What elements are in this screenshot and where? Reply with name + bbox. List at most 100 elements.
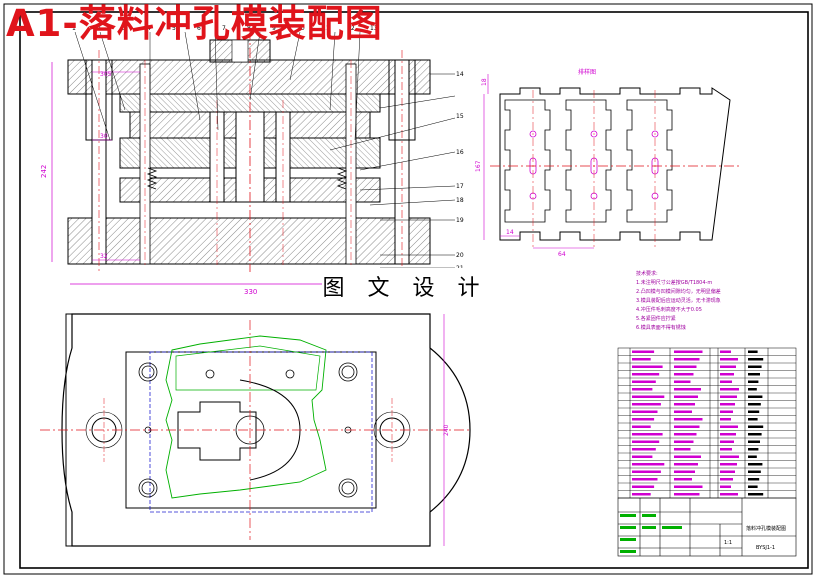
bom-cell-mark (632, 440, 660, 443)
dim-d1: 305 (100, 71, 112, 78)
bom-cell-mark (748, 350, 758, 353)
bom-cell-mark (720, 478, 733, 481)
bom-cell-mark (748, 395, 763, 398)
tech-requirement-line: 1.未注明尺寸公差按GB/T1804-m (636, 280, 713, 286)
strip-dim-left: 14 (506, 229, 514, 236)
bom-cell-mark (674, 373, 694, 376)
strip-dim-pitch: 64 (558, 251, 566, 258)
bom-cell-mark (632, 463, 665, 466)
bom-cell-mark (674, 380, 691, 383)
bom-cell-mark (674, 463, 698, 466)
tech-requirement-line: 2.凸凹模与凹模间隙均匀，无明显偏差 (636, 289, 721, 295)
bom-cell-mark (632, 425, 651, 428)
bom-cell-mark (632, 485, 655, 488)
bom-cell-mark (632, 493, 651, 496)
bom-cell-mark (674, 433, 697, 436)
title-block (617, 497, 797, 557)
bom-cell-mark (748, 388, 757, 391)
bom-cell-mark (748, 470, 761, 473)
drawing-title: A1-落料冲孔模装配图 (6, 2, 383, 45)
bom-cell-mark (632, 403, 661, 406)
callout-3: 3 (122, 25, 126, 32)
bom-cell-mark (674, 395, 698, 398)
bom-cell-mark (674, 470, 695, 473)
title-block-name: 落料冲孔模装配图 (746, 525, 786, 532)
bom-cell-mark (632, 410, 658, 413)
bom-cell-mark (720, 380, 732, 383)
callout-16: 16 (456, 149, 464, 156)
callout-13: 13 (370, 25, 378, 32)
bom-cell-mark (748, 358, 764, 361)
bom-rows (618, 350, 796, 496)
bom-cell-mark (632, 380, 656, 383)
bom-cell-mark (748, 463, 763, 466)
callout-20: 20 (456, 252, 464, 259)
bom-cell-mark (674, 478, 692, 481)
callout-14: 14 (456, 71, 464, 78)
bom-cell-mark (720, 440, 734, 443)
bom-cell-mark (674, 403, 695, 406)
bom-cell-mark (674, 410, 692, 413)
bom-cell-mark (632, 358, 651, 361)
bom-cell-mark (632, 388, 653, 391)
bom-cell-mark (720, 448, 732, 451)
tech-requirement-line: 6.模具表面不得有锈蚀 (636, 325, 686, 331)
bom-cell-mark (674, 350, 703, 353)
bom-cell-mark (632, 350, 655, 353)
dim-width: 330 (244, 288, 257, 296)
section-view (51, 30, 456, 285)
bom-cell-mark (632, 373, 660, 376)
tech-requirements: 技术要求: 1.未注明尺寸公差按GB/T1804-m 2.凸凹模与凹模间隙均匀，… (636, 270, 796, 333)
bom-cell-mark (674, 358, 700, 361)
bom-cell-mark (632, 448, 656, 451)
bom-cell-mark (674, 493, 700, 496)
bom-cell-mark (720, 403, 735, 406)
bom-cell-mark (720, 463, 737, 466)
bom-cell-mark (748, 403, 761, 406)
callout-11: 11 (322, 25, 330, 32)
right-callouts: 14 15 16 17 18 19 20 21 (456, 71, 464, 272)
drawing-inner-frame (19, 11, 809, 569)
bom-cell-mark (748, 365, 762, 368)
bom-cell-mark (720, 418, 731, 421)
title-block-code: BYSJ1-1 (756, 545, 775, 551)
bom-cell-mark (720, 493, 738, 496)
bom-cell-mark (748, 373, 760, 376)
title-block-marks (620, 514, 682, 553)
bom-cell-mark (674, 425, 700, 428)
bom-cell-mark (748, 485, 758, 488)
callout-18: 18 (456, 197, 464, 204)
bom-cell-mark (632, 470, 661, 473)
bom-cell-mark (720, 485, 731, 488)
strip-layout (483, 74, 740, 250)
bom-cell-mark (674, 485, 703, 488)
bom-cell-mark (748, 448, 759, 451)
bom-cell-mark (720, 425, 738, 428)
callout-1: 1 (72, 25, 76, 32)
bom-cell-mark (632, 433, 663, 436)
bom-cell-mark (720, 395, 737, 398)
dim-d2: 32 (100, 253, 108, 260)
bom-cell-mark (720, 410, 733, 413)
bom-cell-mark (748, 433, 762, 436)
tech-requirement-line: 3.模具装配后应运动灵活，无卡滞现象 (636, 298, 721, 304)
bom-cell-mark (674, 418, 703, 421)
bom-cell-mark (720, 365, 736, 368)
bom-cell-mark (748, 418, 758, 421)
bom-cell-mark (632, 455, 653, 458)
bom-cell-mark (748, 380, 759, 383)
callout-6: 6 (197, 25, 201, 32)
bom-cell-mark (632, 418, 655, 421)
bom-cell-mark (748, 455, 757, 458)
tech-requirements-heading: 技术要求: (636, 271, 658, 277)
title-block-scale: 1:1 (724, 540, 732, 546)
bom-cell-mark (720, 470, 735, 473)
bom-cell-mark (674, 440, 694, 443)
bom-cell-mark (632, 478, 658, 481)
dim-d3: 30 (100, 133, 108, 140)
bom-cell-mark (674, 388, 701, 391)
plan-view (40, 313, 471, 547)
bom-cell-mark (748, 410, 760, 413)
callout-10: 10 (297, 25, 305, 32)
strip-dim-width: 167 (475, 160, 482, 172)
